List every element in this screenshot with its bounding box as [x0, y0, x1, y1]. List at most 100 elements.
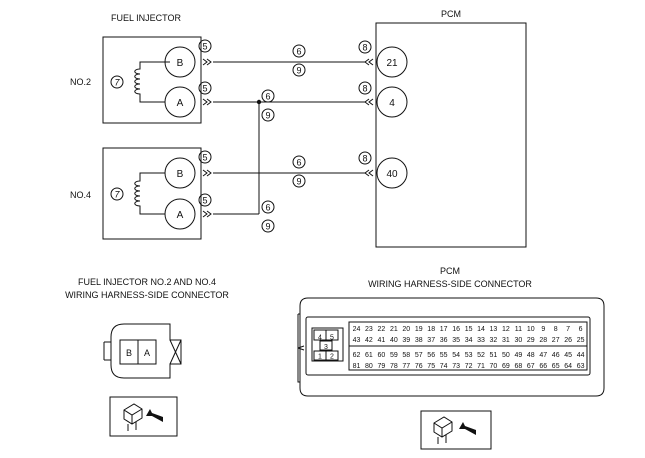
pcm-pin-11: 11 [515, 326, 522, 333]
pcm-pin-14: 14 [477, 326, 485, 333]
pcm-pin-44: 44 [577, 352, 585, 359]
pcm-pin-79: 79 [378, 363, 386, 370]
connector-view-icon-left [109, 396, 178, 437]
pcm-pin-65: 65 [552, 363, 560, 370]
fuel-injector-title: FUEL INJECTOR [111, 13, 182, 23]
pcm-pin-54: 54 [452, 352, 460, 359]
pcm-pin-36: 36 [440, 337, 448, 344]
pcm-pin-25: 25 [577, 337, 585, 344]
pin-a-no4-label: A [177, 210, 184, 221]
pcm-pin-49: 49 [515, 352, 523, 359]
pcm-pin-31: 31 [502, 337, 510, 344]
pcm-pin-33: 33 [477, 337, 485, 344]
svg-text:6: 6 [265, 92, 270, 102]
injector-connector-face: B A [103, 323, 182, 379]
circle-7-no4: 7 [114, 190, 120, 200]
pcm-pin-21 [376, 46, 408, 78]
pcm-pin-64: 64 [564, 363, 572, 370]
pcm-pin-66: 66 [539, 363, 547, 370]
pcm-pin-23: 23 [365, 326, 373, 333]
pcm-pin-35: 35 [452, 337, 460, 344]
pcm-pin-29: 29 [527, 337, 535, 344]
pcm-pin-62: 62 [353, 352, 361, 359]
pcm-pin-20: 20 [402, 326, 410, 333]
svg-text:6: 6 [296, 158, 301, 168]
pcm-pin-80: 80 [365, 363, 373, 370]
svg-text:8: 8 [362, 43, 367, 53]
pcm-pin-21-label: 21 [386, 58, 398, 69]
circle-8-markers: 8 8 8 [358, 40, 372, 165]
pcm-pin-55: 55 [440, 352, 448, 359]
circle-7-no2: 7 [114, 78, 120, 88]
pcm-pin-73: 73 [452, 363, 460, 370]
pcm-pin-15: 15 [465, 326, 473, 333]
pcm-small-pin-1: 1 [318, 354, 322, 361]
pcm-pin-34: 34 [465, 337, 473, 344]
svg-text:6: 6 [265, 203, 270, 213]
pcm-pin-53: 53 [465, 352, 473, 359]
injector-connector-title-1: FUEL INJECTOR NO.2 AND NO.4 [78, 277, 216, 287]
pcm-pin-21: 21 [390, 326, 398, 333]
pcm-pin-50: 50 [502, 352, 510, 359]
pin-b-no2-label: B [177, 58, 184, 69]
pcm-pin-45: 45 [564, 352, 572, 359]
pcm-pin-51: 51 [490, 352, 498, 359]
pcm-pin-68: 68 [515, 363, 523, 370]
pcm-pin-57: 57 [415, 352, 423, 359]
pcm-pin-75: 75 [427, 363, 435, 370]
svg-text:5: 5 [202, 153, 207, 163]
pcm-pin-47: 47 [539, 352, 547, 359]
wire-code-markers: 6 9 6 9 6 9 6 9 [261, 44, 306, 233]
pcm-pin-7: 7 [566, 326, 570, 333]
pcm-pin-60: 60 [378, 352, 386, 359]
svg-text:8: 8 [362, 154, 367, 164]
pcm-pin-9: 9 [541, 326, 545, 333]
svg-text:9: 9 [265, 111, 270, 121]
pcm-pin-10: 10 [527, 326, 535, 333]
pin-b-no4-label: B [177, 169, 184, 180]
pcm-pin-32: 32 [490, 337, 498, 344]
pcm-pin-40: 40 [390, 337, 398, 344]
pcm-pin-67: 67 [527, 363, 535, 370]
pcm-pin-72: 72 [465, 363, 473, 370]
wires [213, 61, 365, 215]
pcm-pin-8: 8 [554, 326, 558, 333]
pcm-pin-28: 28 [539, 337, 547, 344]
injector-no4-box [102, 147, 202, 240]
svg-text:8: 8 [362, 84, 367, 94]
svg-text:9: 9 [296, 66, 301, 76]
no2-label: NO.2 [70, 77, 91, 87]
pcm-title: PCM [441, 9, 461, 19]
pcm-pin-48: 48 [527, 352, 535, 359]
pcm-pin-16: 16 [452, 326, 460, 333]
pcm-connector-title-2: WIRING HARNESS-SIDE CONNECTOR [368, 279, 532, 289]
pin-b-no4 [164, 157, 196, 189]
pcm-pin-12: 12 [502, 326, 510, 333]
pcm-small-pin-4: 4 [318, 335, 322, 342]
pcm-pin-40 [376, 157, 408, 189]
coil-no2 [134, 61, 170, 103]
svg-text:9: 9 [296, 177, 301, 187]
no4-label: NO.4 [70, 190, 91, 200]
pcm-small-pin-5: 5 [330, 335, 334, 342]
junction-dot [256, 99, 262, 105]
pin-a-no2 [164, 86, 196, 118]
pcm-connector-title-1: PCM [440, 266, 460, 276]
pcm-pin-78: 78 [390, 363, 398, 370]
svg-text:5: 5 [202, 196, 207, 206]
pcm-pin-52: 52 [477, 352, 485, 359]
pcm-pin-69: 69 [502, 363, 510, 370]
pcm-pin-18: 18 [427, 326, 435, 333]
pcm-pin-4-label: 4 [389, 98, 395, 109]
pcm-pin-39: 39 [402, 337, 410, 344]
pcm-pin-56: 56 [427, 352, 435, 359]
pcm-pin-71: 71 [477, 363, 485, 370]
pcm-small-pin-2: 2 [330, 354, 334, 361]
pin-a-no4 [164, 198, 196, 230]
injector-connector-title-2: WIRING HARNESS-SIDE CONNECTOR [65, 290, 229, 300]
pcm-pin-24: 24 [353, 326, 361, 333]
pcm-pin-43: 43 [353, 337, 361, 344]
pcm-pin-70: 70 [490, 363, 498, 370]
pcm-pin-77: 77 [402, 363, 410, 370]
